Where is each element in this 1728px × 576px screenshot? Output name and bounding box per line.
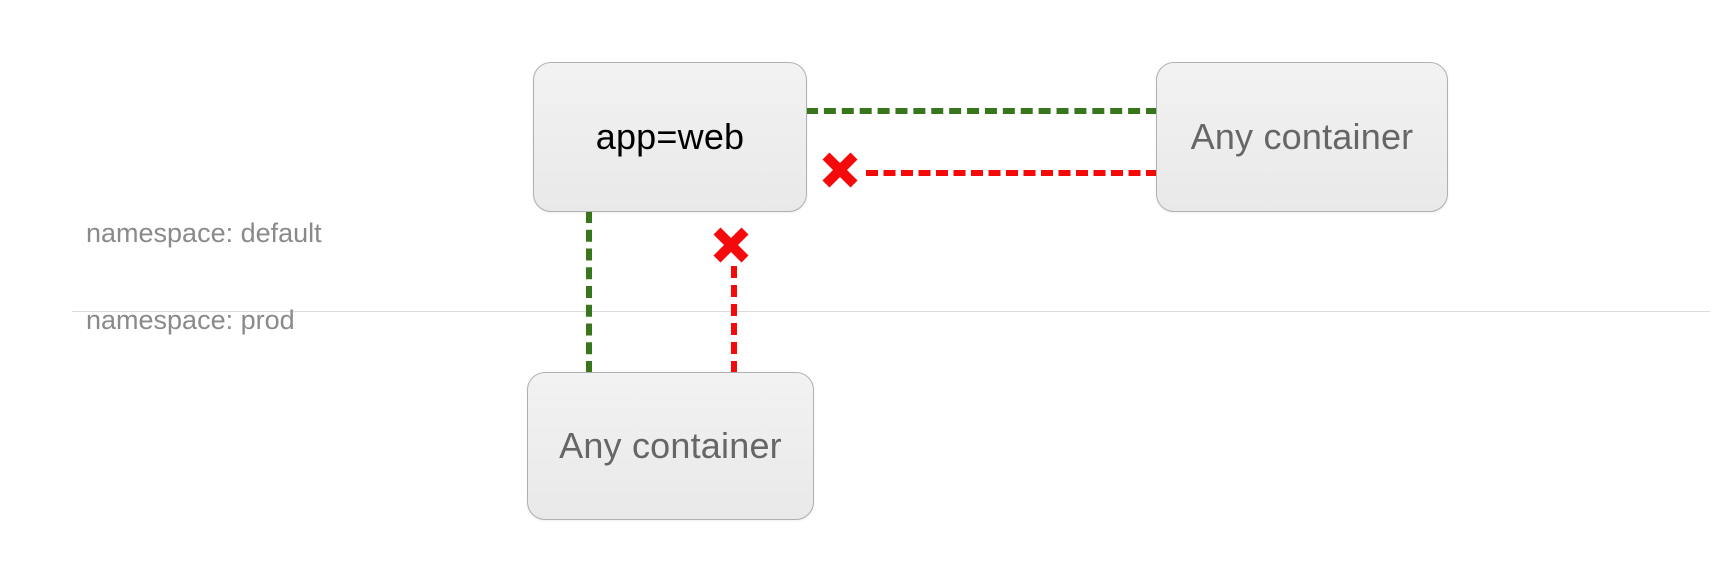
namespace-label-prod: namespace: prod: [86, 305, 295, 335]
node-any-container-default-label: Any container: [1190, 116, 1414, 158]
edge-allowed-app-web-to-any-container-right: [806, 108, 1158, 114]
edge-blocked-app-web-to-any-container-bottom: [731, 266, 737, 373]
node-app-web[interactable]: app=web: [533, 62, 807, 212]
cross-mark-icon-blocked-right: [816, 146, 864, 194]
namespace-divider: [72, 311, 1710, 312]
node-any-container-prod[interactable]: Any container: [527, 372, 814, 520]
edge-blocked-app-web-to-any-container-right: [866, 170, 1158, 176]
edge-allowed-app-web-to-any-container-bottom: [586, 211, 592, 373]
node-any-container-default[interactable]: Any container: [1156, 62, 1448, 212]
node-any-container-prod-label: Any container: [559, 425, 782, 467]
cross-mark-icon-blocked-bottom: [707, 221, 755, 269]
namespace-label-default: namespace: default: [86, 218, 322, 248]
node-app-web-label: app=web: [595, 116, 745, 158]
